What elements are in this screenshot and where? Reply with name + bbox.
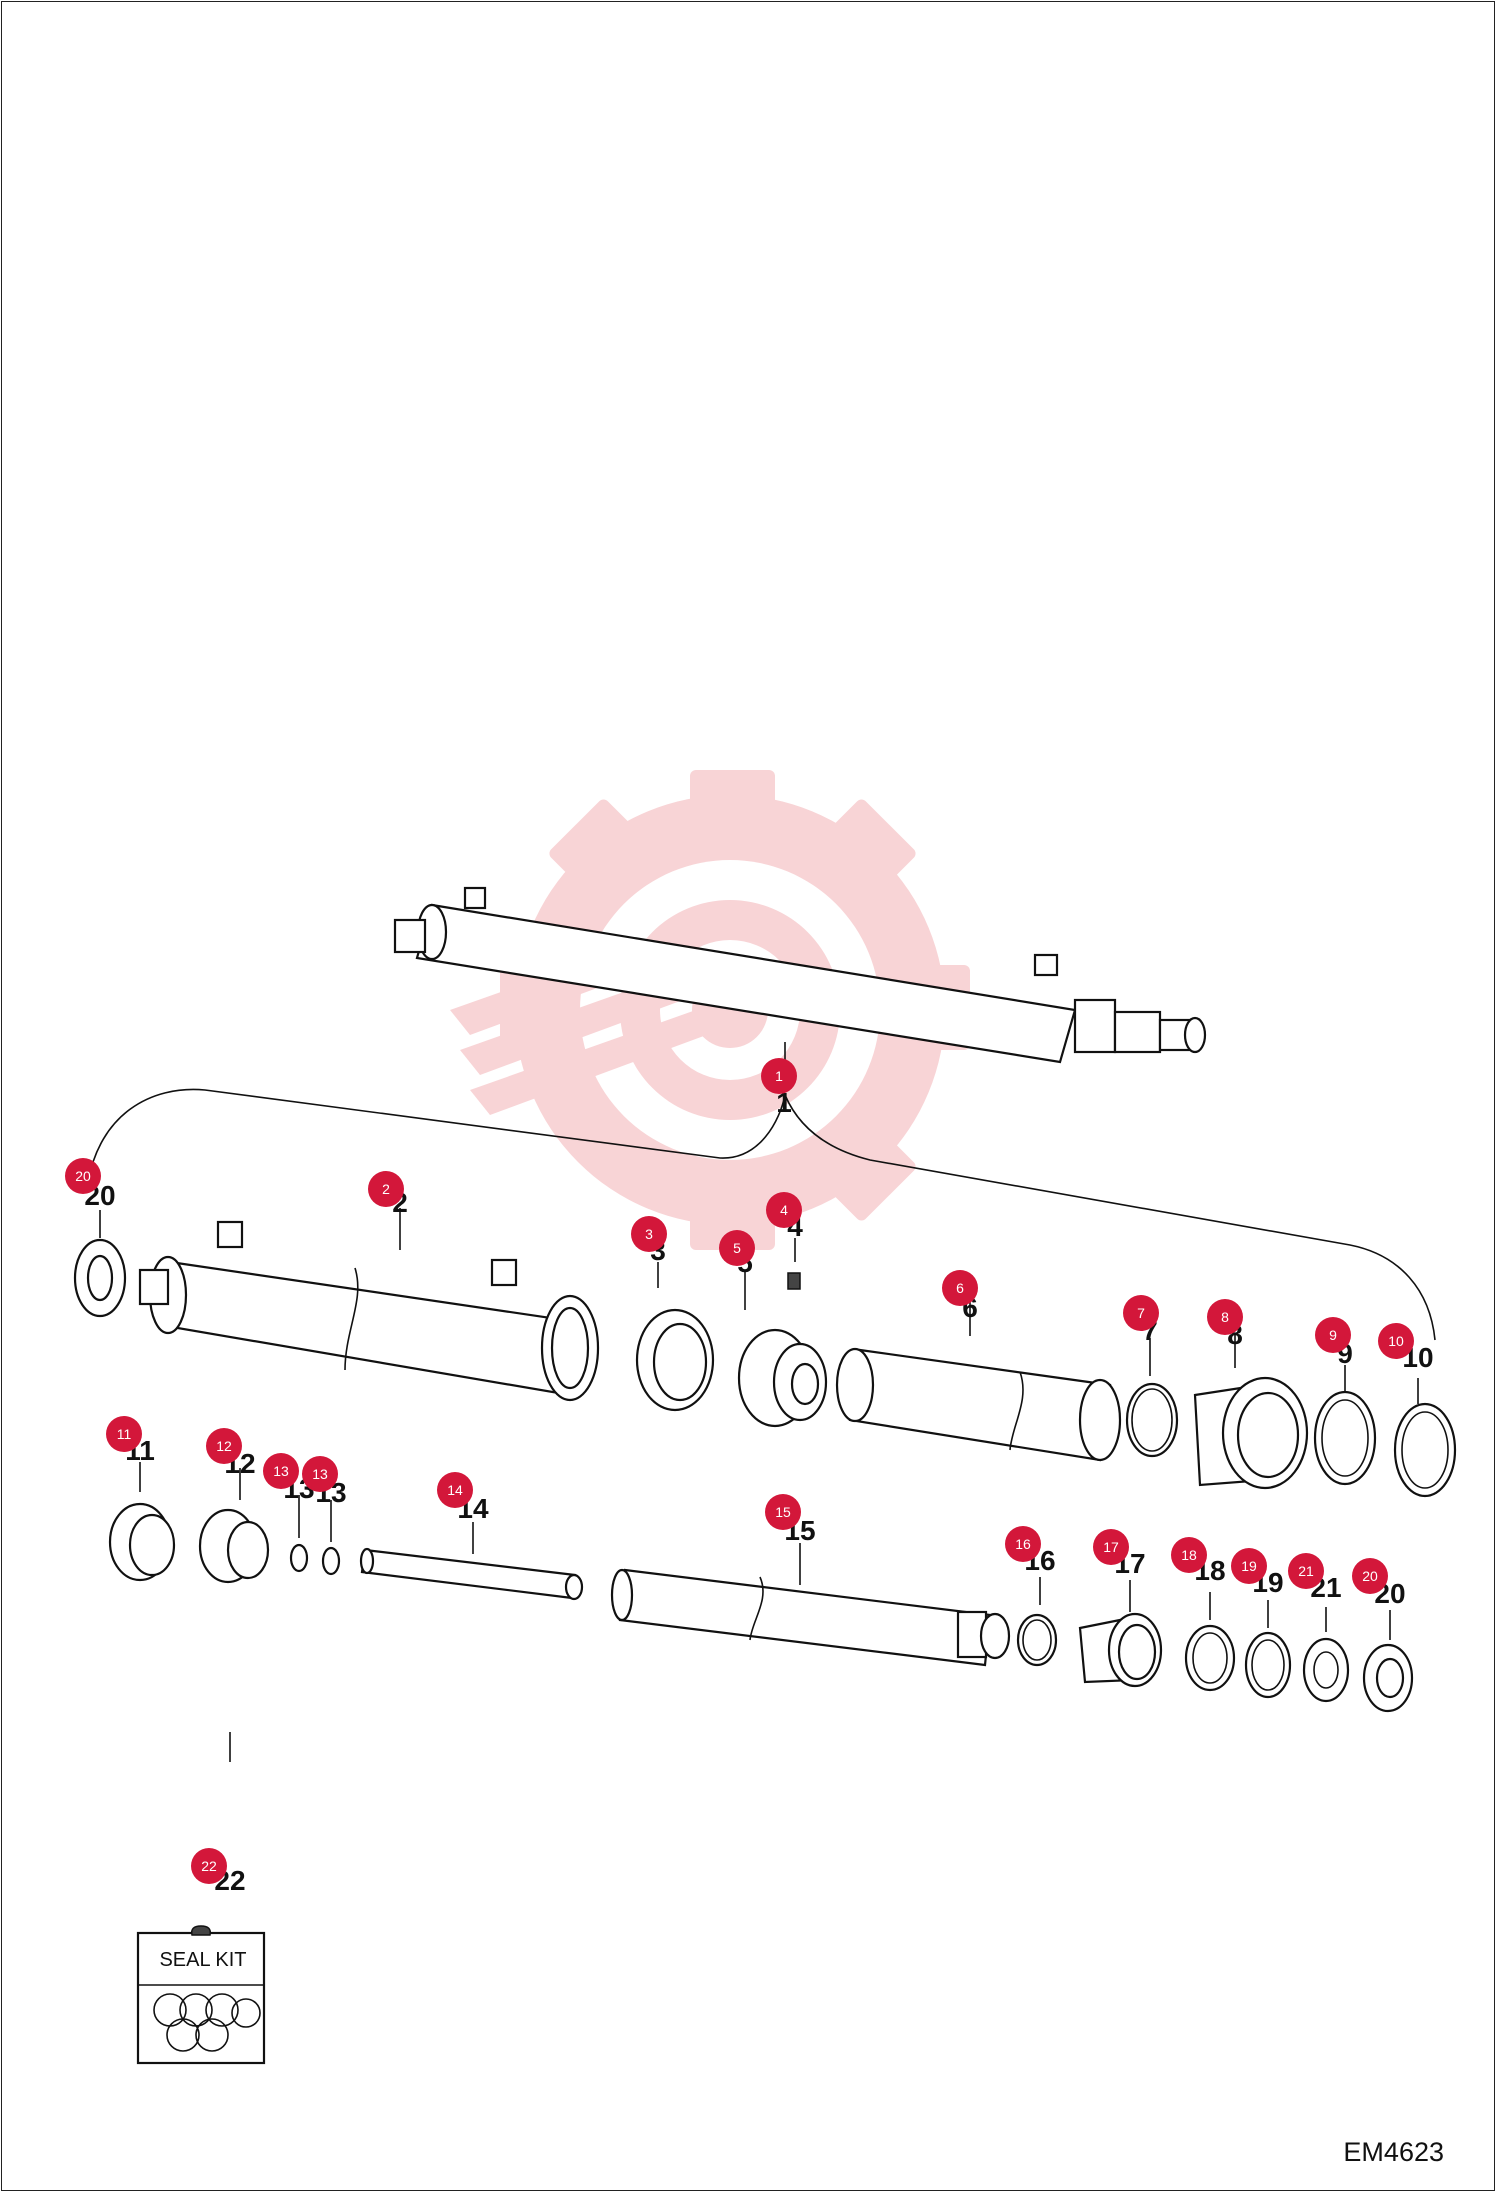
callout-badge-c13b: 13 — [302, 1456, 338, 1492]
callout-badge-c15: 15 — [765, 1494, 801, 1530]
callout-badge-c20a: 20 — [65, 1158, 101, 1194]
part-21-washer — [1302, 1637, 1350, 1703]
part-6-tube — [835, 1347, 1122, 1462]
svg-text:9: 9 — [1329, 1327, 1337, 1343]
callout-badge-c20b: 20 — [1352, 1558, 1388, 1594]
svg-text:19: 19 — [1241, 1558, 1257, 1574]
callout-badge-c13a: 13 — [263, 1453, 299, 1489]
svg-text:17: 17 — [1103, 1539, 1119, 1555]
part-14-rod — [359, 1547, 584, 1601]
svg-text:13: 13 — [312, 1466, 328, 1482]
svg-text:5: 5 — [733, 1240, 741, 1256]
part-12-piston — [198, 1508, 270, 1584]
part-number-c1: 1 — [776, 1087, 792, 1118]
callout-badge-c22: 22 — [191, 1848, 227, 1884]
svg-text:20: 20 — [1362, 1568, 1378, 1584]
callout-badge-c1: 1 — [761, 1058, 797, 1094]
part-13-oring-a — [289, 1543, 309, 1573]
callout-badge-c5: 5 — [719, 1230, 755, 1266]
callout-badge-c16: 16 — [1005, 1526, 1041, 1562]
watermark-logo — [450, 770, 970, 1250]
callout-badge-c6: 6 — [942, 1270, 978, 1306]
part-4-setscrew — [787, 1272, 801, 1290]
svg-text:21: 21 — [1298, 1563, 1314, 1579]
svg-text:15: 15 — [775, 1504, 791, 1520]
svg-text:2: 2 — [382, 1181, 390, 1197]
part-9-seal — [1313, 1390, 1377, 1486]
part-3-piston — [635, 1308, 715, 1412]
callout-badge-c9: 9 — [1315, 1317, 1351, 1353]
svg-text:12: 12 — [216, 1438, 232, 1454]
callout-badge-c17: 17 — [1093, 1529, 1129, 1565]
part-10-seal — [1393, 1402, 1457, 1498]
callout-badge-c3: 3 — [631, 1216, 667, 1252]
svg-text:8: 8 — [1221, 1309, 1229, 1325]
leader-lines — [99, 1208, 1419, 1762]
drawing-code: EM4623 — [1343, 2137, 1444, 2167]
part-20-nut-b — [1362, 1643, 1414, 1713]
part-13-oring-b — [321, 1546, 341, 1576]
svg-text:13: 13 — [273, 1463, 289, 1479]
svg-text:6: 6 — [956, 1280, 964, 1296]
svg-text:18: 18 — [1181, 1547, 1197, 1563]
part-7-oring — [1125, 1382, 1179, 1458]
svg-text:7: 7 — [1137, 1305, 1145, 1321]
svg-text:20: 20 — [75, 1168, 91, 1184]
seal-kit-box: SEAL KIT — [136, 1925, 266, 2065]
assembled-cylinder — [393, 886, 1207, 1064]
svg-text:22: 22 — [201, 1858, 217, 1874]
callout-badge-c19: 19 — [1231, 1548, 1267, 1584]
callout-badge-c21: 21 — [1288, 1553, 1324, 1589]
callout-badge-c18: 18 — [1171, 1537, 1207, 1573]
callout-badge-c12: 12 — [206, 1428, 242, 1464]
part-17-gland — [1078, 1612, 1163, 1688]
svg-text:4: 4 — [780, 1202, 788, 1218]
callout-badge-c4: 4 — [766, 1192, 802, 1228]
svg-text:3: 3 — [645, 1226, 653, 1242]
svg-text:10: 10 — [1388, 1333, 1404, 1349]
callout-badge-c14: 14 — [437, 1472, 473, 1508]
part-11-bearing — [108, 1502, 176, 1582]
svg-text:11: 11 — [117, 1426, 132, 1442]
callout-badge-c7: 7 — [1123, 1295, 1159, 1331]
svg-text:1: 1 — [775, 1068, 783, 1084]
svg-text:16: 16 — [1015, 1536, 1031, 1552]
part-20-nut — [73, 1238, 127, 1318]
seal-kit-label: SEAL KIT — [159, 1949, 246, 1971]
part-16-oring — [1016, 1613, 1058, 1667]
part-19-seal — [1244, 1631, 1292, 1699]
assembly-brace — [87, 1088, 1436, 1341]
part-8-head — [1193, 1376, 1309, 1490]
part-15-rod — [610, 1568, 1011, 1667]
callout-badge-c10: 10 — [1378, 1323, 1414, 1359]
callout-badge-c11: 11 — [106, 1416, 142, 1452]
callout-badge-c2: 2 — [368, 1171, 404, 1207]
part-2-barrel — [138, 1220, 600, 1402]
part-5-gland — [737, 1328, 828, 1428]
callout-badge-c8: 8 — [1207, 1299, 1243, 1335]
part-18-seal — [1184, 1624, 1236, 1692]
svg-text:14: 14 — [447, 1482, 463, 1498]
